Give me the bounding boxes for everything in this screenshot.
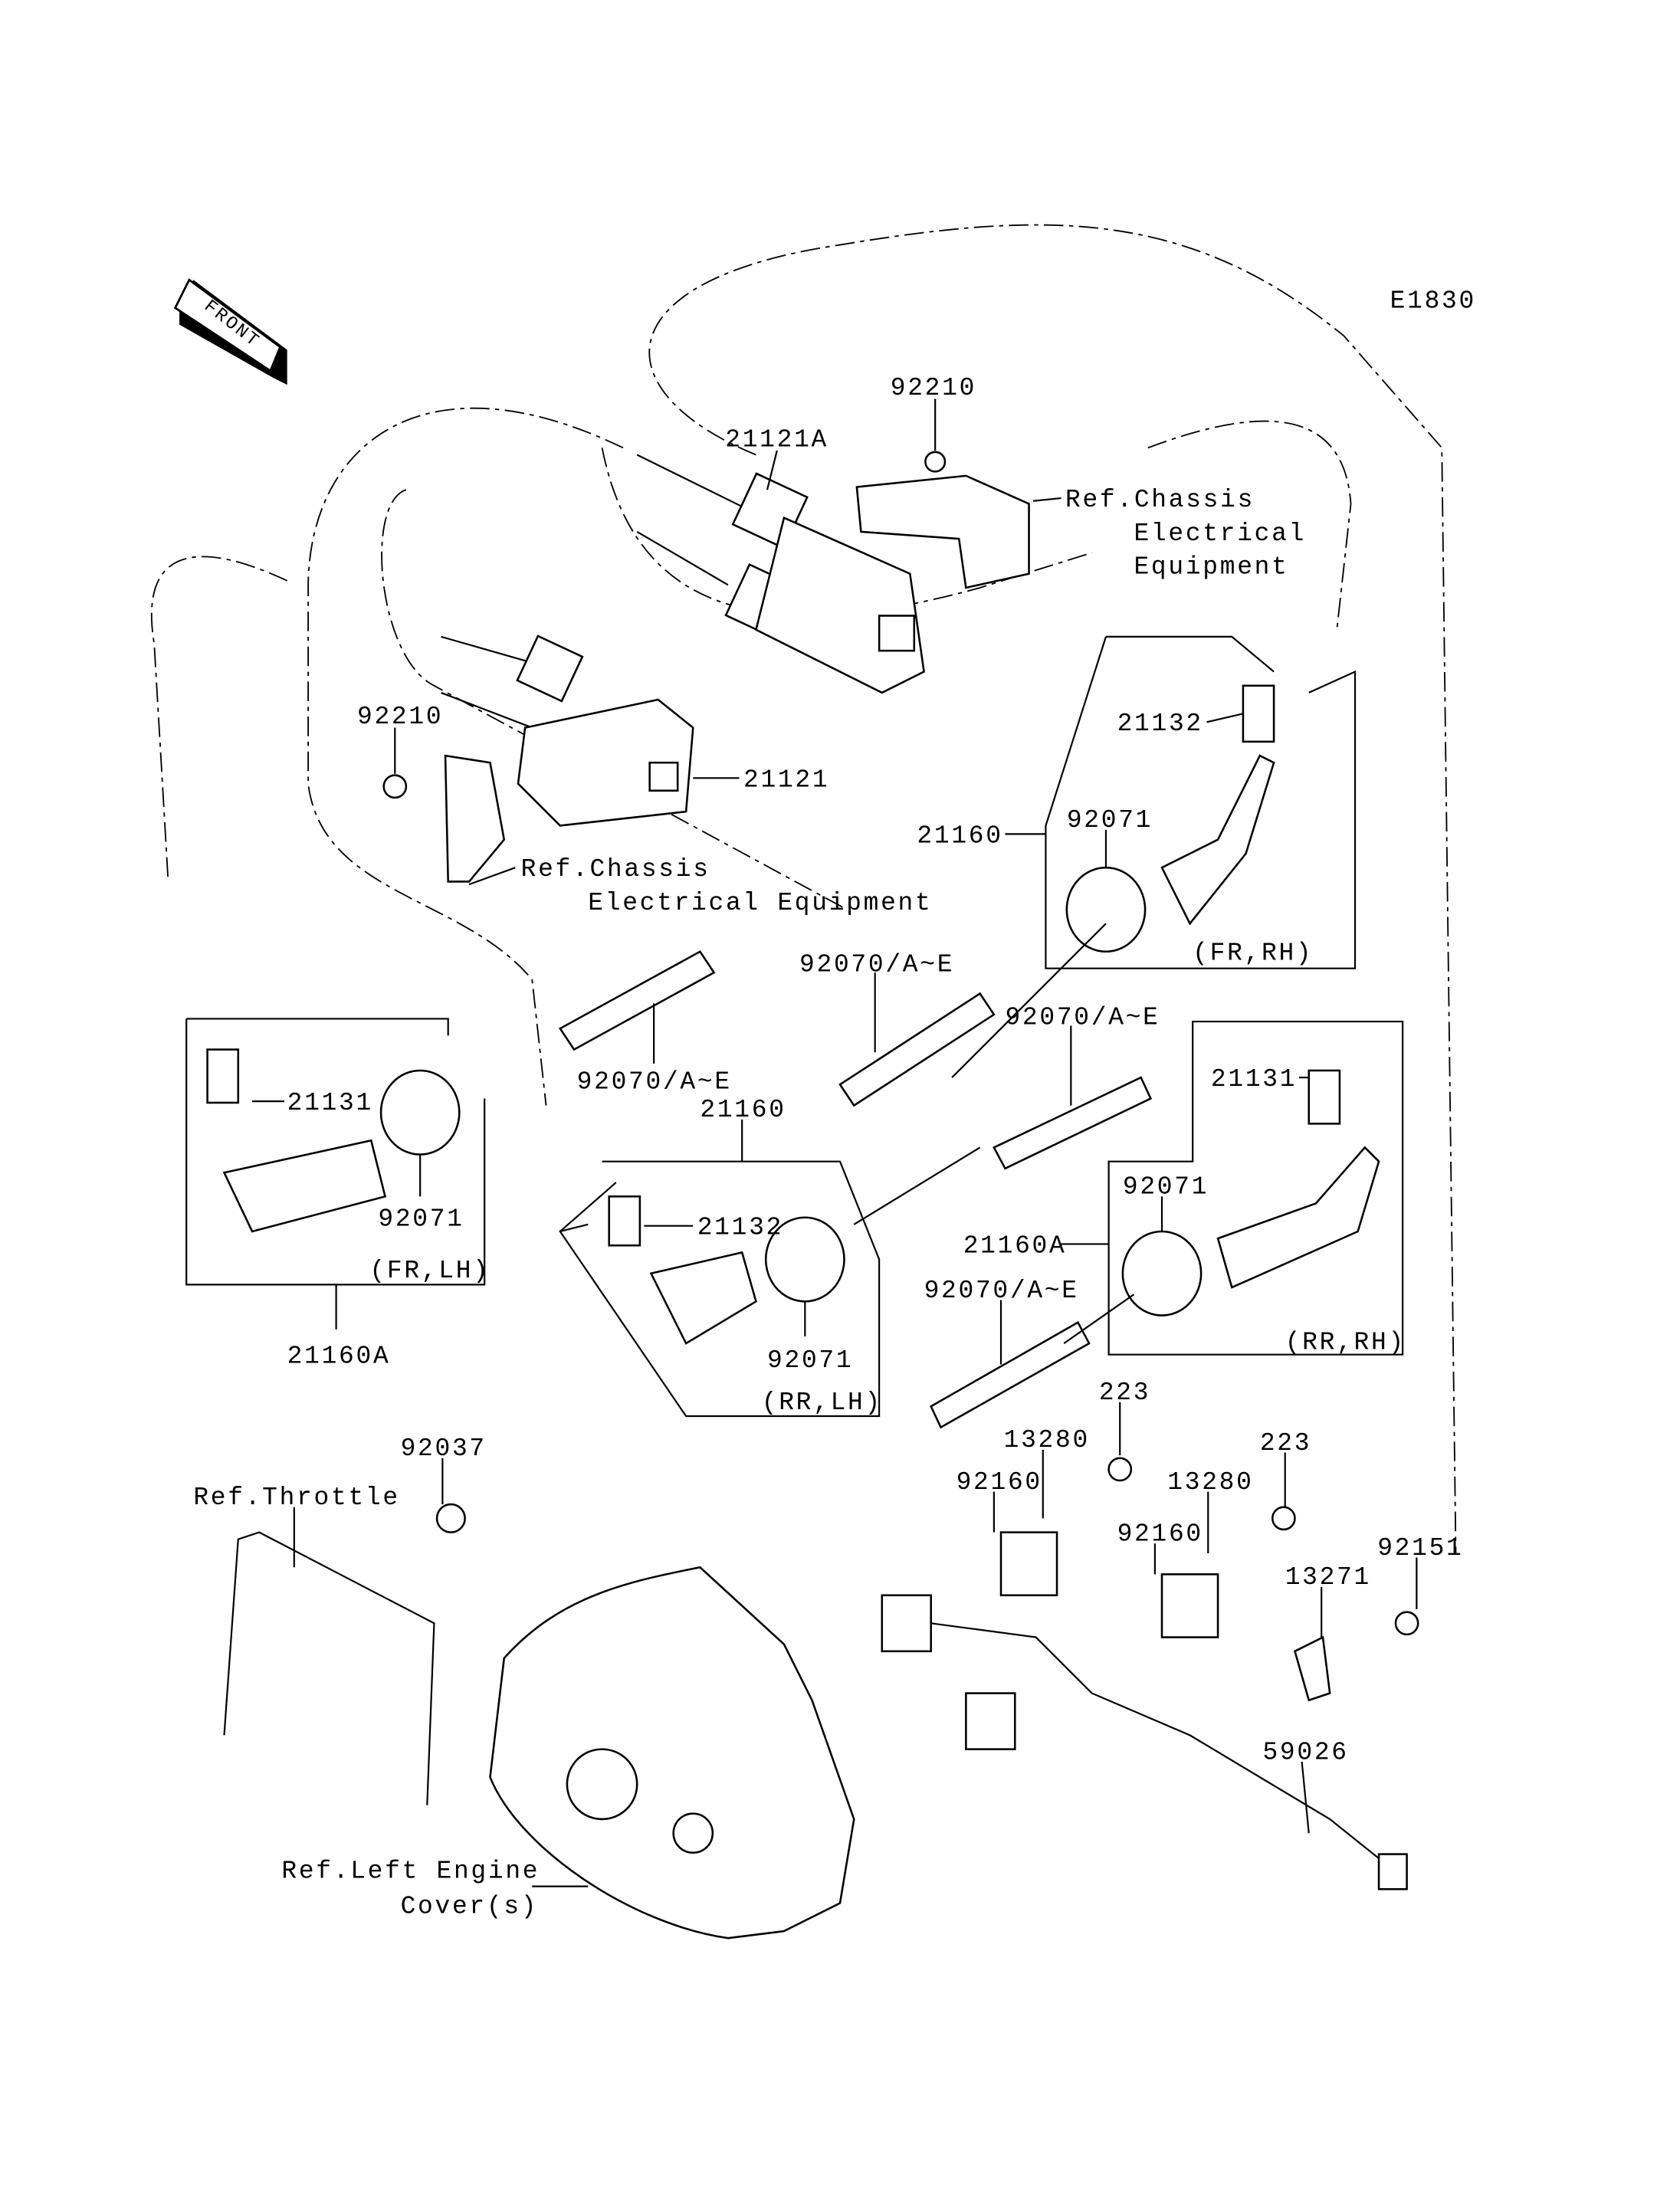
part-label: 92151 <box>1377 1534 1463 1562</box>
part-label: 13280 <box>1004 1426 1090 1454</box>
variant-label: (FR,RH) <box>1193 939 1313 968</box>
part-label: 21160A <box>963 1231 1067 1260</box>
part-label: 21121A <box>725 426 829 454</box>
ref-label: Electrical <box>1134 520 1306 548</box>
part-label: 92037 <box>401 1435 487 1463</box>
part-label: 92071 <box>378 1205 464 1234</box>
part-label: 21121 <box>743 766 829 794</box>
part-label: 92160 <box>1117 1520 1203 1549</box>
ref-label: Ref.Left Engine <box>281 1858 540 1886</box>
part-label: 223 <box>1099 1379 1150 1407</box>
part-label: 92070/A~E <box>577 1068 732 1097</box>
cable-route-dashed <box>381 489 848 910</box>
ignition-coil-21121 <box>382 635 694 883</box>
variant-label: (FR,LH) <box>369 1257 490 1285</box>
cable-route-dashed <box>1147 420 1352 630</box>
cable-clamp-92037 <box>435 1503 466 1533</box>
part-label: 21132 <box>1117 710 1203 738</box>
throttle-cable <box>223 1531 435 1805</box>
part-label: 21160A <box>287 1343 391 1371</box>
ref-label: Electrical Equipment <box>588 889 932 917</box>
part-label: 92071 <box>767 1346 853 1375</box>
ref-label: Cover(s) <box>401 1892 539 1920</box>
cable-route-dashed <box>150 556 288 882</box>
ref-label: Ref.Chassis <box>1065 486 1255 514</box>
part-label: 13271 <box>1285 1563 1371 1592</box>
part-label: 21160 <box>700 1096 786 1124</box>
part-label: 21131 <box>1211 1065 1297 1094</box>
cable-route-dashed <box>648 224 1457 1553</box>
bracket-box-fr-rh <box>1045 635 1357 969</box>
part-label: 92071 <box>1123 1173 1209 1202</box>
ignition-coil-21121A <box>636 451 1030 694</box>
diagram-code: E1830 <box>1390 287 1476 316</box>
variant-label: (RR,RH) <box>1285 1328 1406 1356</box>
ref-label: Equipment <box>1134 553 1288 582</box>
part-label: 92071 <box>1067 806 1153 835</box>
part-label: 92070/A~E <box>924 1277 1079 1305</box>
front-arrow-icon: FRONT <box>173 278 287 385</box>
part-label: 92070/A~E <box>799 950 954 979</box>
part-label: 92070/A~E <box>1005 1004 1160 1032</box>
left-engine-cover <box>489 1566 855 1940</box>
part-label: 21131 <box>287 1089 373 1117</box>
part-label: 92160 <box>956 1468 1042 1497</box>
part-label: 223 <box>1260 1429 1311 1458</box>
part-label: 92210 <box>357 703 443 731</box>
part-label: 21160 <box>917 821 1002 850</box>
pickup-coil-harness <box>881 1457 1419 1890</box>
ref-label: Ref.Throttle <box>193 1484 400 1512</box>
spark-plugs <box>558 923 1153 1429</box>
plug-cap-parts <box>206 684 1380 1345</box>
part-label: 21132 <box>697 1214 783 1242</box>
ref-label: Ref.Chassis <box>521 855 710 884</box>
part-label: 92210 <box>891 374 976 402</box>
part-label: 13280 <box>1167 1468 1253 1497</box>
bracket-box-rr-lh <box>558 1160 881 1418</box>
part-labels: 92210 21121A Ref.Chassis Electrical Equi… <box>193 374 1463 1920</box>
part-label: 59026 <box>1262 1738 1348 1766</box>
bracket-box-rr-rh <box>1107 1020 1404 1356</box>
leader-lines <box>252 398 1418 1887</box>
variant-label: (RR,LH) <box>762 1389 882 1417</box>
cable-route-dashed <box>307 407 624 1106</box>
